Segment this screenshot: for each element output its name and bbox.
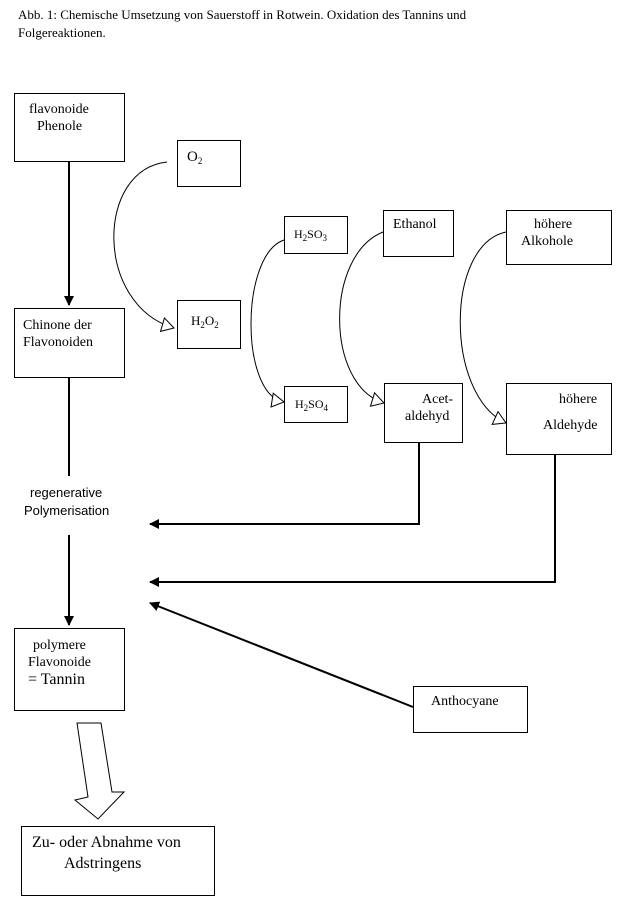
label-zu-oder-abnahme: Zu- oder Abnahme von [32,834,181,851]
label-h2so4: H2SO4 [295,397,329,413]
label-chinone: Chinone der [23,318,92,333]
hollow-arrow-tannin-to-adstringens [73,722,126,820]
label-hoehere: höhere [534,217,573,232]
box-polymere-flavonoide: polymere Flavonoide = Tannin [14,628,125,711]
box-o2: O2 [177,140,241,187]
box-chinone: Chinone der Flavonoiden [14,308,125,378]
arrow-acetaldehyd-to-polymerisation [149,443,420,529]
label-o2: O2 [187,149,203,166]
label-hoehere-2: höhere [559,392,598,407]
box-anthocyane: Anthocyane [413,686,528,733]
label-aldehyd: aldehyd [405,409,450,424]
label-h2o2: H2O2 [191,313,219,330]
label-polymere: polymere [33,638,86,653]
label-aldehyde: Aldehyde [543,418,598,433]
box-flavonoide-phenole: flavonoide Phenole [14,93,125,162]
box-acetaldehyd: Acet- aldehyd [384,383,463,443]
arrow-anthocyane-to-polymerisation [149,601,414,708]
label-adstringens: Adstringens [64,855,142,872]
label-regenerative: regenerative [30,485,103,500]
label-alkohole: Alkohole [521,234,574,249]
label-flavonoide: flavonoide [29,102,89,117]
caption-line-1: Abb. 1: Chemische Umsetzung von Sauersto… [18,7,467,22]
label-h2so3: H2SO3 [294,227,328,243]
arc-alkohole-to-aldehyde [459,231,507,425]
box-h2so4: H2SO4 [284,386,348,423]
label-tannin: = Tannin [28,671,85,688]
box-ethanol: Ethanol [383,210,454,257]
box-h2so3: H2SO3 [284,216,348,254]
label-acet: Acet- [422,392,454,407]
arc-ethanol-to-acetaldehyd [339,231,385,407]
label-flavonoiden: Flavonoiden [23,335,93,350]
label-polymerisation: Polymerisation [24,503,110,518]
box-h2o2: H2O2 [177,300,241,349]
figure-caption: Abb. 1: Chemische Umsetzung von Sauersto… [18,6,598,42]
label-anthocyane: Anthocyane [431,694,499,709]
label-phenole: Phenole [37,119,83,134]
caption-line-2: Folgereaktionen. [18,25,106,40]
arc-h2so3-to-h2so4 [250,239,285,408]
box-hoehere-alkohole: höhere Alkohole [506,210,612,265]
arc-o2-to-h2o2 [113,161,175,333]
label-flavonoide-2: Flavonoide [28,655,91,670]
box-hoehere-aldehyde: höhere Aldehyde [506,383,612,455]
label-ethanol: Ethanol [393,217,437,232]
box-adstringens: Zu- oder Abnahme von Adstringens [21,826,215,896]
arrow-aldehyde-to-polymerisation [149,455,556,587]
